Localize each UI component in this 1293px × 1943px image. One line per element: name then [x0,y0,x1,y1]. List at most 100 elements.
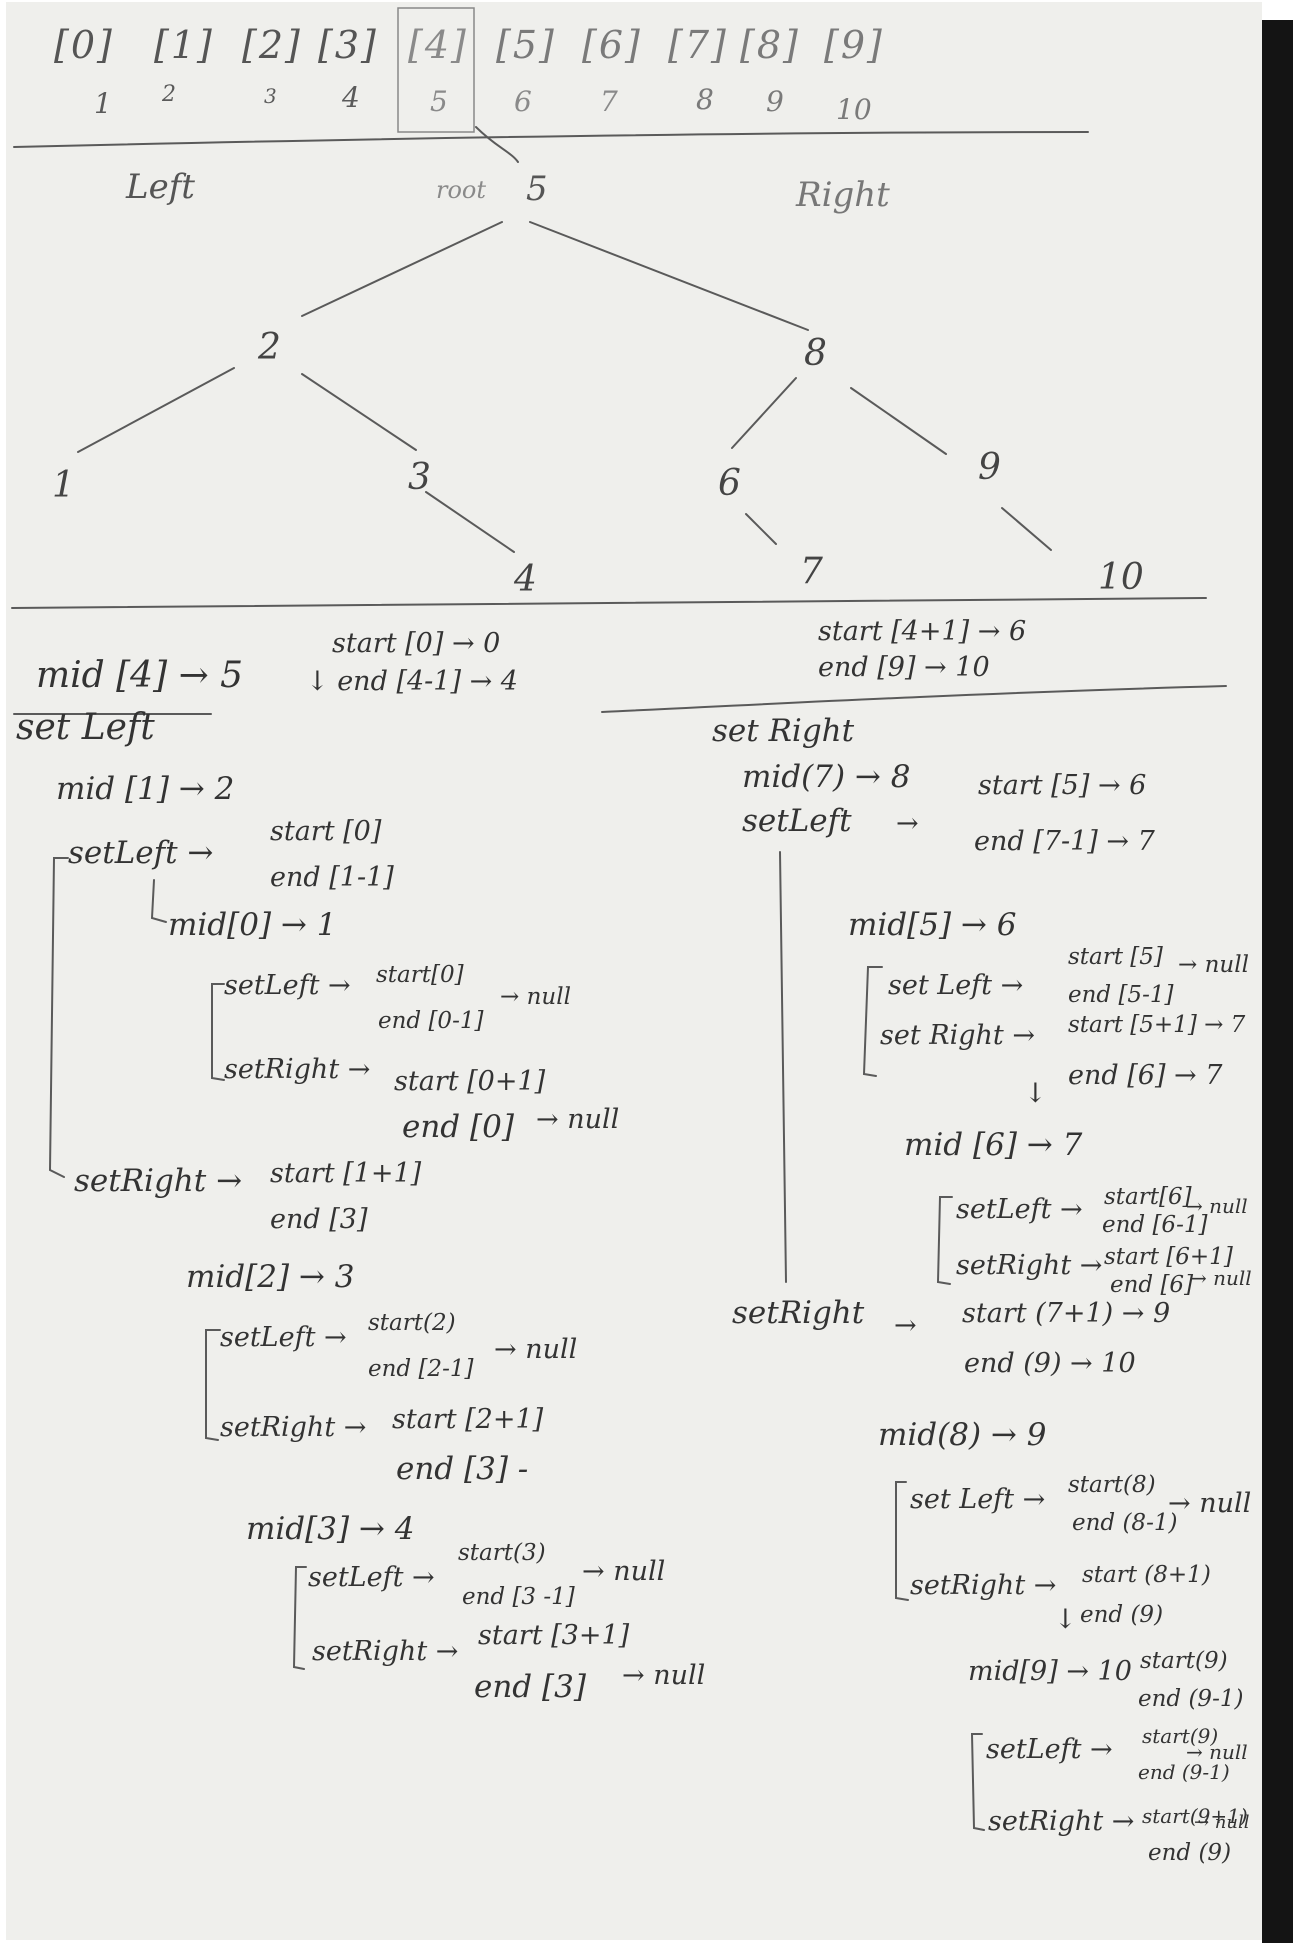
value-5: 6 [514,85,532,118]
right-end-9-1: end (9-1) [1138,1686,1244,1712]
right-end-9c: end (9) [1148,1840,1232,1866]
right-end-9-1b: end (9-1) [1138,1760,1230,1784]
bracket-mid0 [211,983,225,1081]
left-mid-0: mid[0] → 1 [168,907,337,943]
left-mid-2: mid[2] → 3 [186,1259,355,1295]
notebook-page: [0] [1] [2] [3] [4] [5] [6] [7] [8] [9] … [6,2,1262,1940]
root-label: root [436,176,487,204]
right-mid-9: mid[9] → 10 [968,1656,1132,1687]
right-setleft-3: setLeft → [956,1194,1083,1225]
right-arrow-1: → [896,808,919,839]
index-8: [8] [740,23,800,67]
tree-node-9: 9 [978,447,1001,488]
tree-node-4: 4 [514,559,537,600]
left-setleft-3: setLeft → [224,970,351,1001]
value-1: 2 [162,82,176,107]
left-setleft-5: setLeft → [308,1562,435,1593]
right-end-9: end (9) → 10 [964,1348,1136,1379]
index-6: [6] [582,23,642,67]
value-9: 10 [836,93,872,126]
value-4: 5 [430,85,448,118]
right-setright-3: setRight → [956,1250,1103,1281]
left-null-3: → null [494,1334,578,1365]
right-null-2: → null [1186,1194,1248,1218]
left-start-1-1: start [1+1] [270,1158,422,1189]
value-6: 7 [600,85,618,118]
left-start-3: start(3) [458,1540,546,1566]
right-setright-6: setRight → [988,1806,1135,1837]
index-0: [0] [54,23,114,67]
right-start-5-1: start [5+1] → 7 [1068,1012,1246,1038]
rule-line-middle [11,597,1207,609]
right-end-6: end [6] → 7 [1068,1060,1223,1091]
value-0: 1 [94,87,112,120]
index-4: [4] [408,23,468,67]
right-label: Right [796,175,890,215]
left-setright-4: setRight → [220,1412,367,1443]
left-start-2: start(2) [368,1310,456,1336]
left-end-3b: end [3] - [396,1451,529,1487]
value-8: 9 [766,85,784,118]
left-null-1: → null [500,984,571,1010]
right-setleft-5: setLeft → [986,1734,1113,1765]
right-null-5: → null [1186,1740,1248,1764]
right-down-2: ↓ [1054,1604,1077,1635]
right-start-5b: start [5] [1068,944,1163,970]
bracket-mid6 [936,1196,953,1285]
right-range-start: start [4+1] → 6 [818,616,1027,647]
edge-2-1 [77,367,235,453]
right-start-9-1: start(9+1) [1142,1804,1248,1828]
left-setright-3: setRight → [224,1054,371,1085]
index-2: [2] [242,23,302,67]
right-null-1: → null [1178,952,1249,978]
edge-8-6 [731,377,797,449]
value-7: 8 [696,83,714,116]
right-start-9: start(9) [1140,1648,1228,1674]
left-mid-3: mid[3] → 4 [246,1511,415,1547]
root-pointer [475,126,519,163]
left-start-0b: start[0] [376,962,464,988]
index-9: [9] [824,23,884,67]
right-start-7-1: start (7+1) → 9 [962,1298,1171,1329]
right-end-7-1: end [7-1] → 7 [974,826,1155,857]
left-end-2-1: end [2-1] [368,1356,474,1382]
edge-8-9 [850,387,947,455]
left-null-5: → null [622,1660,706,1691]
left-end-3-1: end [3 -1] [462,1584,575,1610]
right-end-9b: end (9) [1080,1602,1164,1628]
value-2: 3 [264,84,277,108]
edge-9-10 [1001,507,1052,551]
edge-3-4 [425,491,515,553]
right-mid-8: mid(8) → 9 [878,1417,1047,1453]
tree-node-10: 10 [1098,557,1144,598]
bracket-mid5 [862,966,883,1077]
left-end-0-1: end [0-1] [378,1008,484,1034]
edge-6-7 [745,513,777,545]
right-start-6: start[6] [1104,1184,1192,1210]
left-heading: set Left [16,707,155,748]
left-end-0: end [0] [402,1109,514,1145]
index-5: [5] [496,23,556,67]
left-null-2: → null [536,1104,620,1135]
left-label: Left [126,167,195,207]
right-setleft-2: set Left → [888,970,1024,1001]
left-end-1-1: end [1-1] [270,862,394,893]
root-value: 5 [526,169,548,209]
left-end-3c: end [3] [474,1669,586,1705]
root-end: ↓ end [4-1] → 4 [306,666,518,697]
value-3: 4 [342,81,360,114]
left-mid-1: mid [1] → 2 [56,771,235,807]
left-null-4: → null [582,1556,666,1587]
left-start-2-1: start [2+1] [392,1404,544,1435]
right-mid-6: mid [6] → 7 [904,1127,1083,1163]
right-start-6-1: start [6+1] [1104,1244,1233,1270]
tree-node-8: 8 [804,333,827,374]
pencil-strokes [11,7,1227,1831]
edge-2-3 [301,373,417,451]
bracket-left-outer [48,857,69,1178]
left-setleft-2: setLeft → [68,835,214,871]
left-start-3-1: start [3+1] [478,1620,630,1651]
right-arrow-2: → [894,1310,917,1341]
right-end-6b: end [6] [1110,1272,1194,1298]
tree-node-3: 3 [408,457,431,498]
